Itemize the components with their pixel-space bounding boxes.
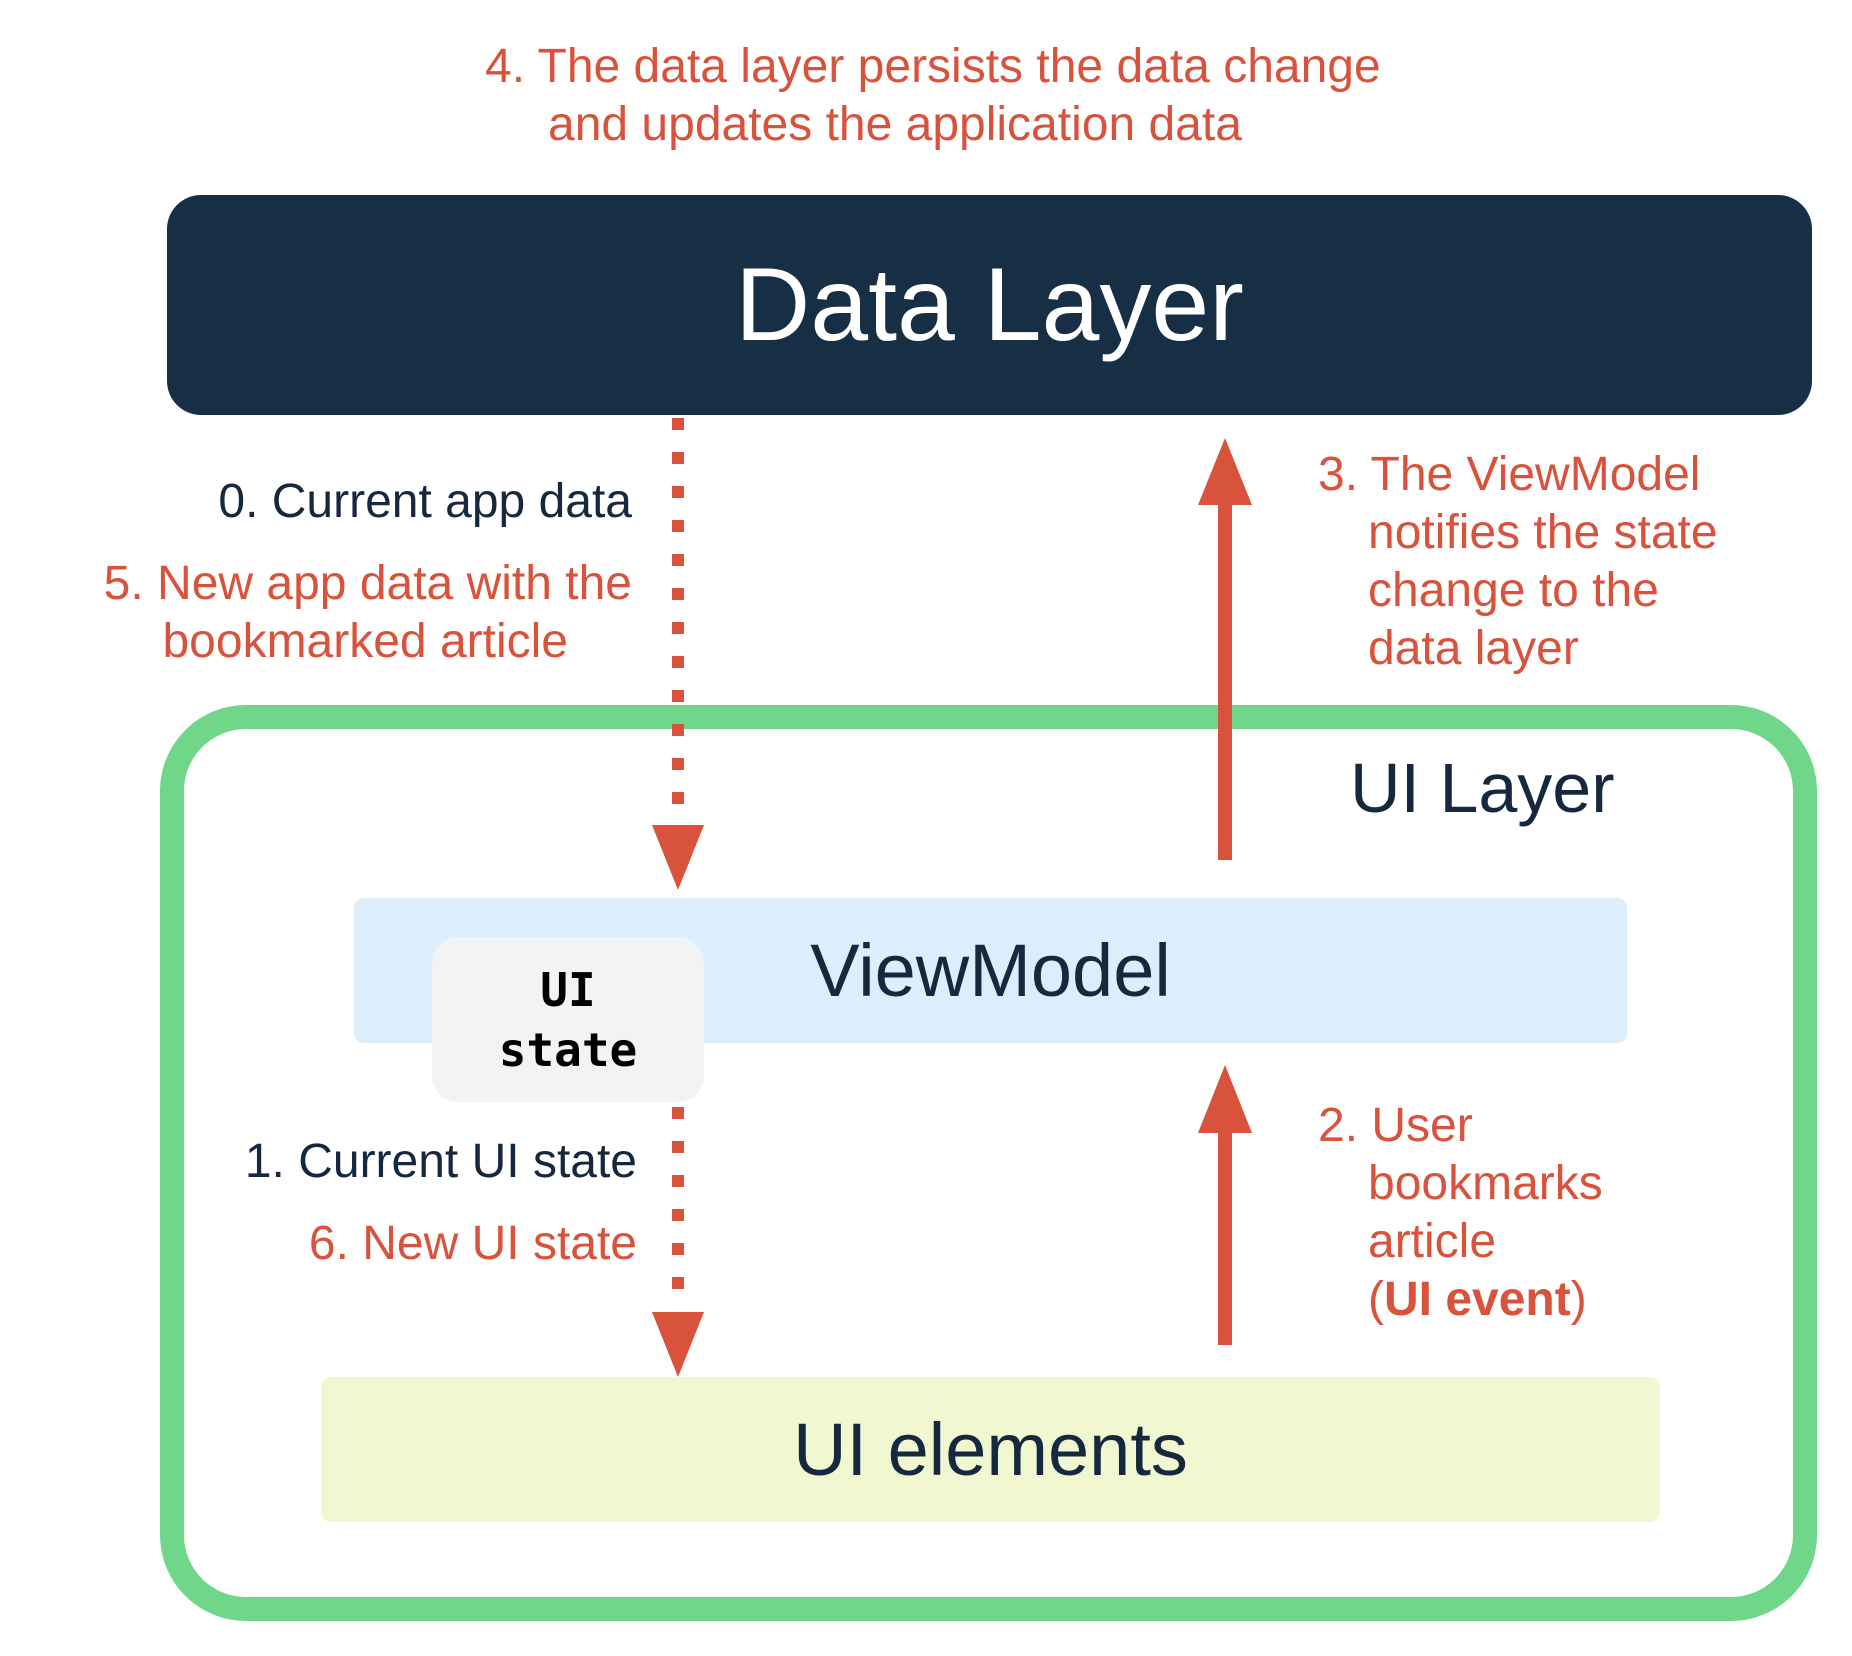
step-0-label: 0. Current app data (218, 473, 632, 531)
step-5-label: 5. New app data with the bookmarked arti… (104, 555, 632, 671)
step-4-line-1: 4. The data layer persists the data chan… (485, 40, 1381, 93)
step-3-line-2: notifies the state (1368, 506, 1718, 559)
viewmodel-title: ViewModel (810, 929, 1171, 1012)
step-2-line-1: 2. User (1318, 1099, 1473, 1152)
data-to-viewmodel-arrowhead (652, 825, 704, 890)
data-layer-box: Data Layer (167, 195, 1812, 415)
step-0-text: 0. Current app data (218, 475, 632, 528)
ui-elements-box: UI elements (321, 1377, 1660, 1522)
step-4-label: 4. The data layer persists the data chan… (485, 38, 1381, 154)
step-2-paren-close: ) (1570, 1273, 1587, 1326)
ui-to-viewmodel-arrowhead (1198, 1065, 1252, 1133)
data-layer-title: Data Layer (735, 246, 1244, 363)
step-3-label: 3. The ViewModel notifies the state chan… (1318, 446, 1718, 678)
step-5-line-1: 5. New app data with the (103, 557, 632, 610)
viewmodel-to-data-arrowhead (1198, 438, 1252, 505)
step-3-line-1: 3. The ViewModel (1318, 448, 1701, 501)
ui-state-line-1: UI (540, 962, 596, 1017)
step-1-label: 1. Current UI state (245, 1133, 637, 1191)
step-3-line-3: change to the (1368, 564, 1659, 617)
ui-state-line-2: state (498, 1022, 638, 1077)
step-5-line-2: bookmarked article (162, 615, 568, 668)
step-6-text: 6. New UI state (308, 1217, 637, 1270)
ui-elements-title: UI elements (793, 1408, 1188, 1491)
step-2-ui-event: UI event (1383, 1273, 1571, 1326)
step-4-line-2: and updates the application data (548, 98, 1242, 151)
step-2-line-2: bookmarks (1368, 1157, 1603, 1210)
step-6-label: 6. New UI state (309, 1215, 637, 1273)
step-2-line-3: article (1368, 1215, 1497, 1268)
ui-state-box: UI state (432, 937, 704, 1102)
state-to-ui-arrowhead (652, 1312, 704, 1377)
step-2-line-4: (UI event) (1318, 1271, 1603, 1329)
step-2-paren-open: ( (1368, 1273, 1384, 1326)
step-2-label: 2. User bookmarks article (UI event) (1318, 1097, 1603, 1329)
step-1-text: 1. Current UI state (244, 1135, 637, 1188)
ui-layer-title: UI Layer (1350, 749, 1615, 827)
step-3-line-4: data layer (1368, 622, 1579, 675)
